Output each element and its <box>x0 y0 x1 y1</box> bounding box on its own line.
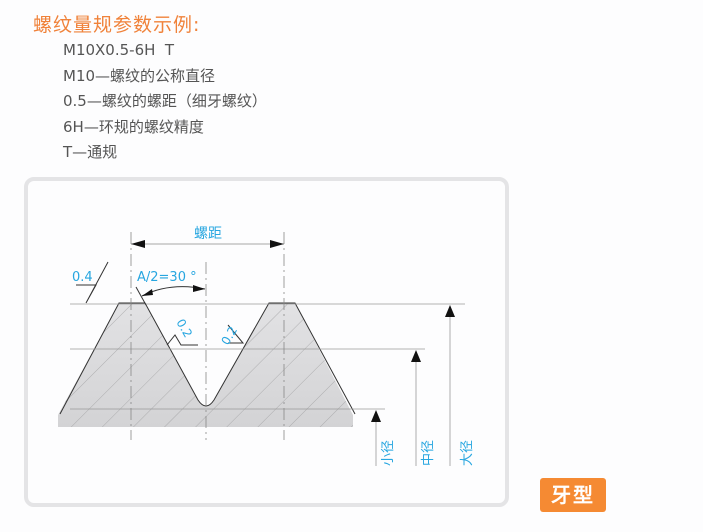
example-list: M10X0.5-6H T M10—螺纹的公称直径 0.5—螺纹的螺距（细牙螺纹）… <box>63 38 267 166</box>
roughness-flank-right: 0.2 <box>218 324 240 348</box>
example-line: T—通规 <box>63 143 118 161</box>
pitch-diameter-label: 中径 <box>421 440 436 466</box>
thread-type-badge: 牙型 <box>540 478 606 512</box>
example-line: 6H—环规的螺纹精度 <box>63 117 204 136</box>
example-line: 0.5—螺纹的螺距（细牙螺纹） <box>63 92 267 110</box>
major-diameter-label: 大径 <box>460 440 475 466</box>
angle-label: A/2=30 ° <box>137 270 197 285</box>
page-title: 螺纹量规参数示例: <box>33 14 201 36</box>
roughness-flank-left: 0.2 <box>173 317 195 341</box>
minor-diameter-label: 小径 <box>381 440 396 466</box>
example-line: M10—螺纹的公称直径 <box>63 66 216 85</box>
example-line: M10X0.5-6H T <box>63 41 175 59</box>
roughness-crest: 0.4 <box>72 270 93 285</box>
pitch-label: 螺距 <box>194 226 222 242</box>
